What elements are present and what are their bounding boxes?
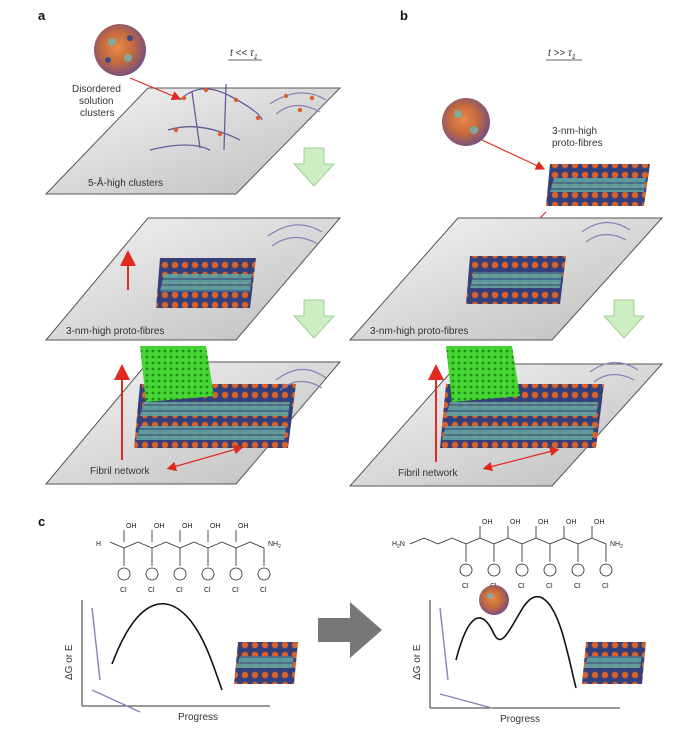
proto-fibre-a2 xyxy=(156,258,256,308)
green-crystal-b3 xyxy=(446,346,520,402)
plane-b3-label: Fibril network xyxy=(398,468,458,479)
svg-text:Cl: Cl xyxy=(148,587,155,594)
svg-text:Cl: Cl xyxy=(176,587,183,594)
svg-text:OH: OH xyxy=(538,519,549,526)
energy-plot-left: Progress ΔG or E xyxy=(64,600,270,723)
plane-a2-label: 3-nm-high proto-fibres xyxy=(66,326,164,337)
red-arrow-a1 xyxy=(129,77,182,101)
svg-text:Cl: Cl xyxy=(260,587,267,594)
svg-text:OH: OH xyxy=(154,523,165,530)
fibril-stack-a3 xyxy=(134,384,296,448)
green-crystal-a3 xyxy=(140,346,214,402)
svg-text:OH: OH xyxy=(594,519,605,526)
molecular-cluster-small-a2 xyxy=(267,224,323,247)
proto-label-line2: proto-fibres xyxy=(552,138,603,149)
left-ylabel: ΔG or E xyxy=(64,644,75,680)
cluster-label-line3: clusters xyxy=(80,108,114,119)
chemical-labels-left: H OH OH OH OH OH NH2 Cl Cl Cl Cl Cl Cl xyxy=(96,523,281,594)
svg-text:OH: OH xyxy=(566,519,577,526)
energy-plot-right: Progress ΔG or E xyxy=(412,595,620,725)
monomer-strand-right xyxy=(439,607,493,709)
fibril-icon-left xyxy=(234,642,298,684)
svg-text:OH: OH xyxy=(482,519,493,526)
right-ylabel: ΔG or E xyxy=(412,644,423,680)
svg-text:OH: OH xyxy=(238,523,249,530)
svg-text:Cl: Cl xyxy=(462,583,469,590)
svg-text:H: H xyxy=(96,541,101,548)
panel-a-time-label: t << τ1 xyxy=(230,48,258,61)
left-xlabel: Progress xyxy=(178,712,218,723)
svg-text:Cl: Cl xyxy=(574,583,581,590)
molecular-cluster-small-b3 xyxy=(589,361,639,383)
chemical-labels-right: H2N OH OH OH OH OH NH2 Cl Cl Cl Cl Cl Cl xyxy=(392,519,623,590)
disordered-cluster-a xyxy=(94,24,146,76)
right-xlabel: Progress xyxy=(500,714,540,725)
monomer-strand-left xyxy=(91,607,141,713)
plane-a1 xyxy=(44,87,342,195)
svg-text:Cl: Cl xyxy=(546,583,553,590)
plane-a1-label: 5-Å-high clusters xyxy=(88,176,163,189)
cluster-icon-right xyxy=(479,585,509,615)
red-arrow-a3-horizontal xyxy=(166,445,244,471)
svg-text:OH: OH xyxy=(510,519,521,526)
svg-text:Cl: Cl xyxy=(120,587,127,594)
energy-curve-right xyxy=(455,595,577,689)
energy-curve-left xyxy=(111,603,223,691)
molecular-cluster-small-b2 xyxy=(581,221,631,243)
molecular-cluster-small-a3 xyxy=(275,368,327,391)
green-arrow-a1 xyxy=(292,147,336,187)
disordered-cluster-b xyxy=(442,98,490,146)
plane-a3-label: Fibril network xyxy=(90,466,150,477)
panel-b-time-label: t >> τ1 xyxy=(548,48,576,61)
red-arrow-b1 xyxy=(481,139,546,170)
svg-text:NH2: NH2 xyxy=(268,541,281,550)
cluster-atoms-a1 xyxy=(173,87,315,137)
svg-text:OH: OH xyxy=(210,523,221,530)
plane-b2-label: 3-nm-high proto-fibres xyxy=(370,326,468,337)
proto-label-line1: 3-nm-high xyxy=(552,126,597,137)
svg-text:H2N: H2N xyxy=(392,541,405,550)
green-arrow-a2 xyxy=(292,299,336,339)
fibril-stack-b3 xyxy=(440,384,604,448)
svg-text:Cl: Cl xyxy=(602,583,609,590)
red-arrow-b3-horizontal xyxy=(482,446,560,472)
chemical-structure-right xyxy=(409,526,613,577)
molecular-cluster-network-a1 xyxy=(149,83,263,151)
cluster-label-line1: Disordered xyxy=(72,84,121,95)
chemical-structure-left xyxy=(109,530,271,581)
svg-text:Cl: Cl xyxy=(204,587,211,594)
proto-fibre-b2 xyxy=(466,256,566,304)
transition-arrow xyxy=(318,602,382,658)
svg-text:OH: OH xyxy=(126,523,137,530)
proto-fibre-b1 xyxy=(546,164,650,206)
panel-b-letter: b xyxy=(400,8,408,23)
svg-text:NH2: NH2 xyxy=(610,541,623,550)
svg-text:Cl: Cl xyxy=(518,583,525,590)
panel-a-letter: a xyxy=(38,8,46,23)
molecular-cluster-small-a1 xyxy=(269,92,327,115)
panel-c-letter: c xyxy=(38,514,45,529)
green-arrow-b xyxy=(602,299,646,339)
fibril-icon-right xyxy=(582,642,646,684)
svg-text:Cl: Cl xyxy=(232,587,239,594)
svg-text:OH: OH xyxy=(182,523,193,530)
cluster-label-line2: solution xyxy=(79,96,113,107)
